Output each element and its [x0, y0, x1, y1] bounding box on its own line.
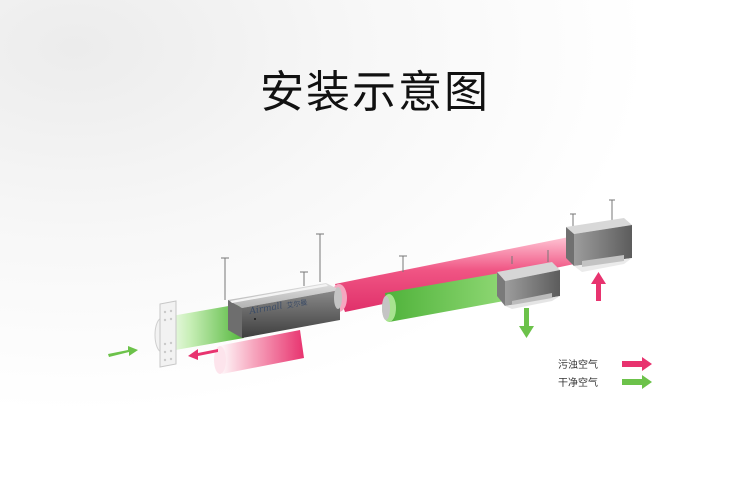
wall-panel: [159, 300, 177, 368]
unit-brand-cn: 艾尔曼: [286, 297, 308, 310]
page-title: 安装示意图: [260, 67, 490, 118]
exhaust-grille-box: [566, 199, 632, 272]
legend-arrow-dirty: [622, 357, 652, 371]
dirty-air-exhaust-duct: [214, 330, 304, 374]
legend-label-dirty: 污浊空气: [558, 358, 598, 371]
dirty-air-out-arrow: [188, 349, 218, 360]
clean-air-supply-arrow: [519, 308, 534, 338]
legend-item-clean-air: 干净空气: [558, 375, 652, 389]
ventilation-unit: Airmall 艾尔曼: [221, 233, 407, 338]
legend-item-dirty-air: 污浊空气: [558, 357, 652, 371]
clean-air-in-arrow: [108, 346, 138, 357]
dirty-air-return-arrow: [591, 272, 606, 301]
supply-diffuser-box: [497, 250, 560, 309]
legend: 污浊空气 干净空气: [558, 357, 652, 389]
unit-duct-collar: [334, 287, 390, 320]
legend-arrow-clean: [622, 375, 652, 389]
legend-label-clean: 干净空气: [558, 376, 598, 389]
